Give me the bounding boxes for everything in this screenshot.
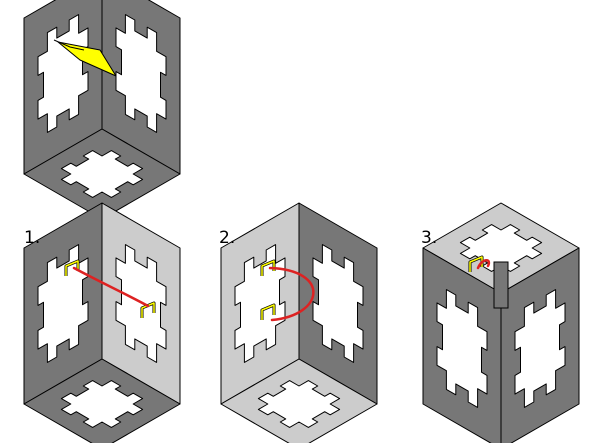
cube-left-face-hole	[37, 244, 89, 363]
cube-bottom-face-hole	[257, 380, 341, 428]
cube-right-face-hole	[115, 14, 167, 133]
step-2-marker-start	[261, 260, 275, 276]
cube-right-face-hole	[312, 244, 364, 363]
cube-left-face-hole	[436, 289, 488, 408]
yellow-piece	[57, 41, 117, 77]
cube-left-face-hole	[37, 14, 89, 133]
step-1-label: 1.	[24, 228, 41, 248]
cube-bottom-face-hole	[60, 380, 144, 428]
step-1-cube	[23, 202, 181, 443]
step-2-cube	[220, 202, 378, 443]
step-3-label: 3.	[421, 228, 438, 248]
step-1-path	[72, 266, 150, 308]
cube-bottom-face-hole	[60, 150, 144, 198]
intro-cube	[23, 0, 181, 220]
yellow-piece-edge	[53, 39, 85, 51]
step-1-marker-start	[65, 260, 79, 276]
step-3-path	[476, 259, 491, 270]
cube-top-face-hole	[459, 224, 543, 272]
cube-right-face-hole	[514, 289, 566, 408]
step-2-label: 2.	[219, 228, 236, 248]
step-3-pillar	[493, 261, 509, 309]
step-2-path	[268, 266, 315, 322]
cube-left-face-hole	[234, 244, 286, 363]
step-3-cube	[422, 202, 580, 443]
step-2-marker-end	[261, 304, 275, 320]
